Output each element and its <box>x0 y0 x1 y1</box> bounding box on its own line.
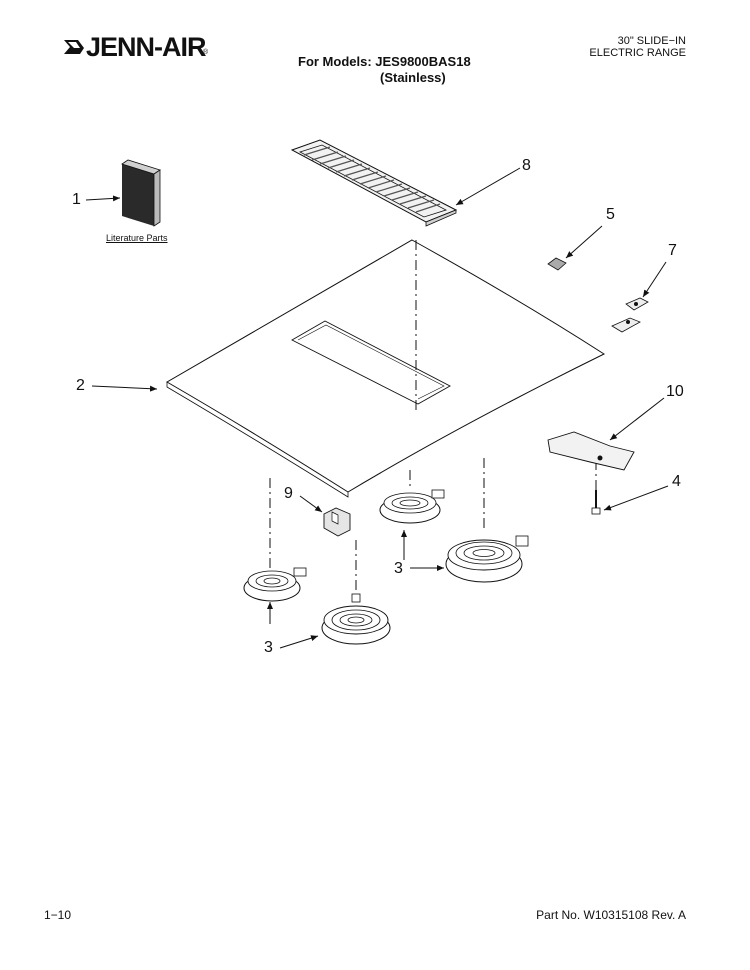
literature-booklet-part <box>121 159 161 227</box>
callout-9: 9 <box>284 485 293 502</box>
page-number: 1−10 <box>44 908 72 922</box>
callout-7: 7 <box>668 242 677 259</box>
screw-part <box>591 490 601 515</box>
callout-2: 2 <box>76 377 85 394</box>
burner-bracket-part <box>547 431 635 471</box>
callout-3-right: 3 <box>394 560 403 577</box>
callout-3-left: 3 <box>264 639 273 656</box>
surface-element-part <box>321 593 391 645</box>
callout-8: 8 <box>522 157 531 174</box>
terminal-bracket-part <box>611 297 649 333</box>
clip-part <box>323 507 351 537</box>
callout-10: 10 <box>666 383 684 400</box>
literature-parts-label: Literature Parts <box>106 233 168 243</box>
callout-leaders <box>85 167 669 649</box>
model-variant: (Stainless) <box>380 70 446 85</box>
vent-grille-part <box>290 139 458 227</box>
range-type-line2: ELECTRIC RANGE <box>589 47 686 59</box>
callout-5: 5 <box>606 206 615 223</box>
part-number: Part No. W10315108 Rev. A <box>536 908 686 922</box>
registered-mark: ® <box>203 49 209 56</box>
models-line: For Models: JES9800BAS18 <box>298 54 471 69</box>
cooktop-glass-part <box>166 239 606 498</box>
surface-element-part <box>445 535 529 583</box>
callout-1: 1 <box>72 191 81 208</box>
jenn-air-logo-icon <box>64 40 84 54</box>
surface-element-part <box>243 567 307 602</box>
small-pad-part <box>547 257 567 271</box>
callout-4: 4 <box>672 473 681 490</box>
range-type-line1: 30" SLIDE−IN <box>617 35 686 47</box>
surface-element-part <box>379 489 445 524</box>
brand-name: JENN-AIR <box>86 32 207 62</box>
